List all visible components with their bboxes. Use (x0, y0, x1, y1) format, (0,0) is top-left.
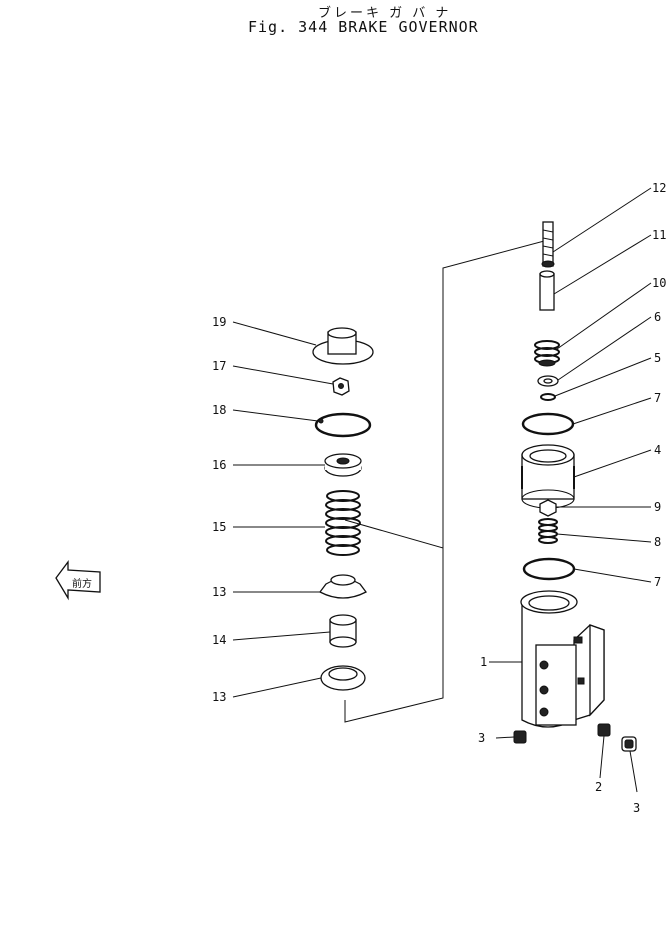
part-17-nut (332, 377, 350, 396)
part-5-ring (540, 393, 556, 401)
label-11: 11 (652, 228, 666, 242)
label-13-upper: 13 (212, 585, 226, 599)
leader-lines (232, 187, 652, 793)
front-direction-arrow: 前方 (55, 560, 101, 601)
part-6-washer (537, 375, 559, 387)
part-1-body (520, 590, 605, 728)
label-7-lower: 7 (654, 575, 661, 589)
label-2: 2 (595, 780, 602, 794)
label-13-lower: 13 (212, 690, 226, 704)
part-19-cap (312, 327, 374, 365)
label-14: 14 (212, 633, 226, 647)
part-14-sleeve (329, 614, 357, 648)
part-10-spring-seat (534, 340, 560, 367)
part-7-o-ring-lower (522, 557, 576, 581)
label-3-right: 3 (633, 801, 640, 815)
label-8: 8 (654, 535, 661, 549)
part-13-lower-retainer (320, 665, 366, 691)
figure-title: Fig. 344 BRAKE GOVERNOR (248, 18, 479, 36)
part-2-fitting (597, 723, 611, 737)
label-18: 18 (212, 403, 226, 417)
label-5: 5 (654, 351, 661, 365)
part-3-plug-left (513, 730, 527, 744)
part-12-adjusting-screw (541, 221, 555, 268)
part-13-upper-retainer (319, 574, 367, 599)
label-19: 19 (212, 315, 226, 329)
label-4: 4 (654, 443, 661, 457)
part-8-spring (538, 518, 558, 544)
label-16: 16 (212, 458, 226, 472)
assembly-bracket (344, 236, 549, 723)
label-3-left: 3 (478, 731, 485, 745)
part-11-pin (539, 270, 555, 311)
part-15-spring (325, 490, 361, 556)
part-9-nut (539, 499, 557, 517)
label-1: 1 (480, 655, 487, 669)
label-12: 12 (652, 181, 666, 195)
label-15: 15 (212, 520, 226, 534)
part-3-plug-right (621, 736, 637, 752)
part-4-cylinder (521, 444, 575, 509)
front-label: 前方 (72, 577, 92, 590)
label-17: 17 (212, 359, 226, 373)
part-7-o-ring-upper (521, 412, 575, 436)
part-16-nut (324, 453, 362, 477)
label-9: 9 (654, 500, 661, 514)
label-7-upper: 7 (654, 391, 661, 405)
part-18-snap-ring (314, 412, 372, 438)
title-japanese: ブレーキ ガ バ ナ (318, 6, 452, 21)
label-6: 6 (654, 310, 661, 324)
label-10: 10 (652, 276, 666, 290)
